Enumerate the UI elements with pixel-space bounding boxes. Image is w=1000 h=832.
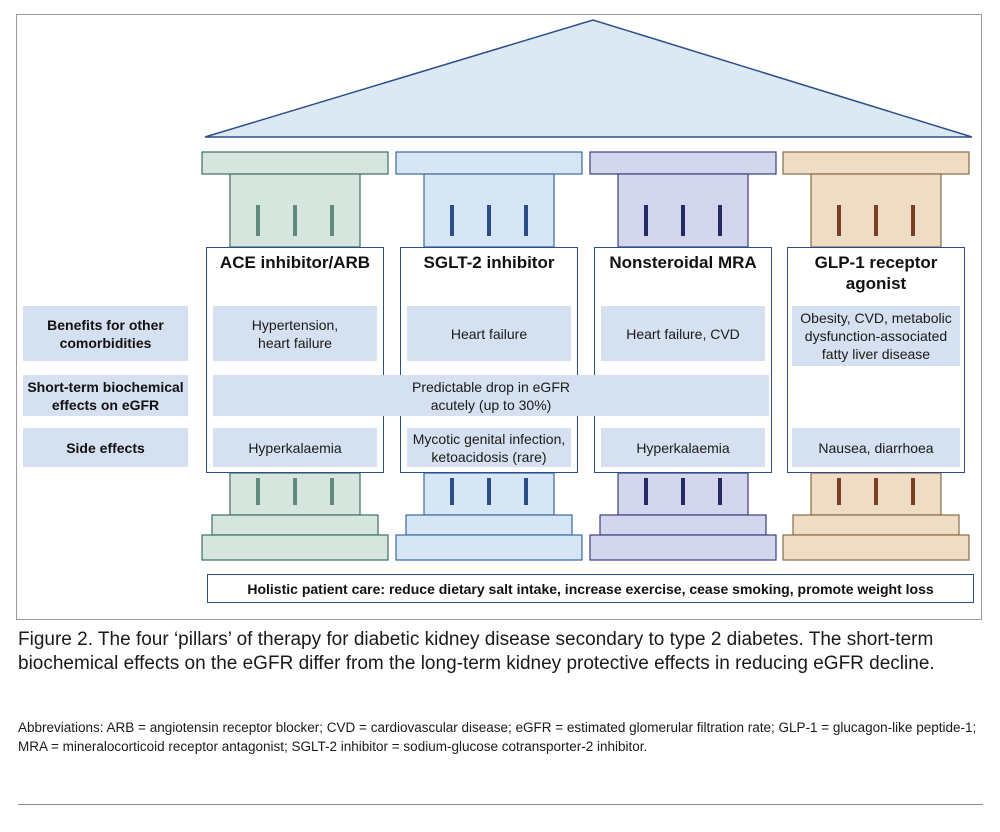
side-effects-cell-mra: Hyperkalaemia [601, 428, 765, 467]
pillar-plinth-top-ace [211, 514, 379, 536]
roof-pediment [204, 19, 973, 138]
pillar-plinth-top-glp1 [792, 514, 960, 536]
side-effects-cell-glp1: Nausea, diarrhoea [792, 428, 960, 467]
benefits-cell-sglt2: Heart failure [407, 306, 571, 361]
row-label-short-term: Short-term biochemical effects on eGFR [23, 375, 188, 416]
pillar-capital-sglt2 [395, 151, 583, 175]
side-effects-cell-ace: Hyperkalaemia [213, 428, 377, 467]
row-label-side-effects: Side effects [23, 428, 188, 467]
pillar-plinth-top-mra [599, 514, 767, 536]
short-term-effect-cell: Predictable drop in eGFR acutely (up to … [213, 375, 769, 416]
pillar-plinth-base-ace [201, 534, 389, 561]
pillar-title-sglt2: SGLT-2 inhibitor [423, 253, 555, 272]
side-effects-cell-sglt2: Mycotic genital infection, ketoacidosis … [407, 428, 571, 467]
pillar-title-mra: Nonsteroidal MRA [609, 253, 757, 272]
figure-label: Figure 2. [18, 629, 93, 650]
benefits-cell-mra: Heart failure, CVD [601, 306, 765, 361]
benefits-cell-glp1: Obesity, CVD, metabolic dysfunction-asso… [792, 306, 960, 366]
foundation-holistic-care: Holistic patient care: reduce dietary sa… [207, 574, 974, 603]
abbreviations-note: Abbreviations: ARB = angiotensin recepto… [18, 720, 977, 754]
pillar-plinth-base-glp1 [782, 534, 970, 561]
pillar-capital-glp1 [782, 151, 970, 175]
pillar-capital-mra [589, 151, 777, 175]
figure-caption-text: The four ‘pillars’ of therapy for diabet… [18, 629, 935, 674]
pillar-plinth-top-sglt2 [405, 514, 573, 536]
pillars-diagram [201, 19, 973, 561]
figure-caption: Figure 2. The four ‘pillars’ of therapy … [18, 628, 983, 676]
pillar-title-glp1: GLP-1 receptor agonist [814, 253, 938, 293]
bottom-divider [18, 804, 983, 805]
pillar-plinth-base-sglt2 [395, 534, 583, 561]
pillar-capital-ace [201, 151, 389, 175]
row-label-benefits: Benefits for other comorbidities [23, 306, 188, 361]
pillar-title-ace: ACE inhibitor/ARB [219, 253, 371, 272]
benefits-cell-ace: Hypertension, heart failure [213, 306, 377, 361]
pillar-plinth-base-mra [589, 534, 777, 561]
